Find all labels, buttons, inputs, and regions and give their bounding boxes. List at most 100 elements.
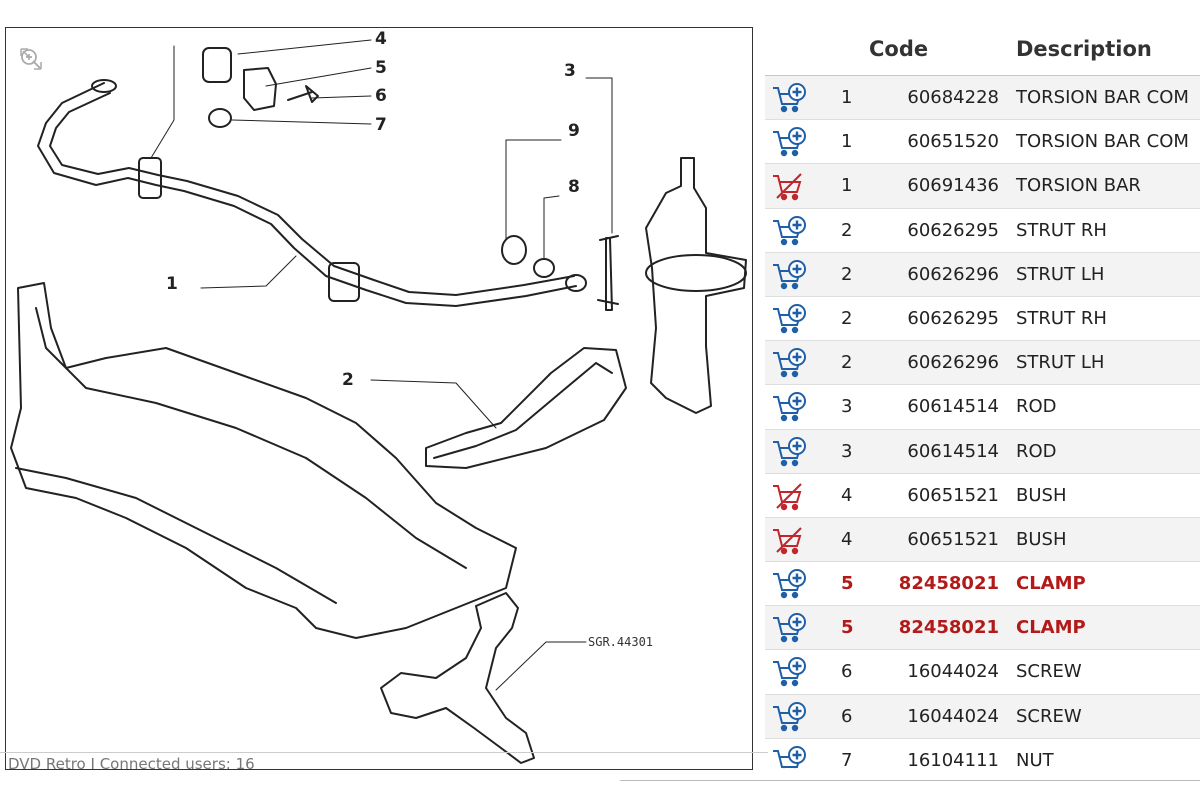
cell-position: 4 [841,528,853,550]
cell-description: STRUT RH [1016,307,1107,329]
nut-drawing [208,108,232,128]
cell-description: STRUT LH [1016,352,1105,374]
torsion-bar-drawing [37,82,577,307]
rod-drawing [597,235,619,311]
cell-position: 7 [841,749,853,769]
cell-code: 16044024 [907,661,999,683]
cell-position: 1 [841,175,853,197]
cell-position: 5 [841,617,854,639]
cell-description: TORSION BAR COM [1016,87,1189,108]
diagram-drawing: 4 5 6 7 3 9 8 1 2 SGR.44301 [10,29,747,764]
fit-to-window-icon[interactable] [18,46,44,72]
cell-code: 60626295 [907,219,999,241]
lower-arm-drawing [380,592,535,764]
table-row[interactable]: 7 16104111 NUT [765,739,1200,769]
cell-description: NUT [1016,749,1054,769]
callout-1[interactable]: 1 [166,274,178,294]
cell-code: 60651521 [907,484,999,506]
callout-5[interactable]: 5 [375,58,387,78]
cell-description: STRUT LH [1016,263,1105,285]
bush-drawing [202,47,232,83]
table-row[interactable]: 2 60626296 STRUT LH [765,252,1200,297]
cell-description: BUSH [1016,528,1067,550]
status-bar: DVD Retro I Connected users: 16 [0,752,768,775]
cell-description: TORSION BAR [1016,175,1141,197]
add-to-cart-icon[interactable] [771,656,807,688]
cell-position: 2 [841,307,853,329]
add-to-cart-icon[interactable] [771,259,807,291]
cell-description: BUSH [1016,484,1067,506]
cell-position: 5 [841,573,854,595]
cell-position: 6 [841,705,853,727]
table-row[interactable]: 2 60626295 STRUT RH [765,297,1200,342]
add-to-cart-icon[interactable] [771,215,807,247]
cell-position: 1 [841,87,853,108]
table-row[interactable]: 6 16044024 SCREW [765,650,1200,695]
add-to-cart-icon[interactable] [771,568,807,600]
table-footer-border [620,780,1200,801]
cell-position: 2 [841,352,853,374]
diagram-reference-code: SGR.44301 [588,635,653,649]
cart-unavailable-icon [771,480,807,512]
cell-code: 60626295 [907,307,999,329]
cell-description: SCREW [1016,661,1082,683]
zoom-in-icon[interactable] [18,49,44,106]
column-header-description[interactable]: Description [1016,37,1152,61]
cell-description: TORSION BAR COM [1016,131,1189,153]
cell-description: ROD [1016,396,1057,418]
callout-7[interactable]: 7 [375,115,387,135]
callout-8[interactable]: 8 [568,177,580,197]
cell-code: 16104111 [907,749,999,769]
cell-position: 2 [841,219,853,241]
clamp-drawing [243,67,277,111]
table-row[interactable]: 2 60626296 STRUT LH [765,341,1200,386]
add-to-cart-icon[interactable] [771,126,807,158]
callout-3[interactable]: 3 [564,61,576,81]
subframe-drawing [10,282,517,639]
cell-position: 6 [841,661,853,683]
callout-6[interactable]: 6 [375,86,387,106]
column-header-code[interactable]: Code [869,37,929,61]
add-to-cart-icon[interactable] [771,347,807,379]
cell-description: CLAMP [1016,617,1086,639]
cell-code: 60626296 [907,352,999,374]
cell-code: 60651520 [907,131,999,153]
zoom-out-icon[interactable] [18,49,44,140]
add-to-cart-icon[interactable] [771,391,807,423]
table-row[interactable]: 1 60651520 TORSION BAR COM [765,120,1200,165]
cell-position: 3 [841,396,853,418]
cart-unavailable-icon [771,170,807,202]
table-header: Code Description [765,27,1200,76]
callout-9[interactable]: 9 [568,121,580,141]
table-row[interactable]: 5 82458021 CLAMP [765,606,1200,651]
exploded-parts-diagram[interactable]: 4 5 6 7 3 9 8 1 2 SGR.44301 [5,27,753,770]
cell-position: 4 [841,484,853,506]
cell-code: 60626296 [907,263,999,285]
cell-code: 60684228 [907,87,999,108]
callout-4[interactable]: 4 [375,29,387,49]
add-to-cart-icon[interactable] [771,745,807,769]
add-to-cart-icon[interactable] [771,436,807,468]
table-row[interactable]: 4 60651521 BUSH [765,474,1200,518]
zoom-toolbar [18,46,48,148]
add-to-cart-icon[interactable] [771,82,807,114]
cell-code: 82458021 [898,617,999,639]
cart-unavailable-icon [771,524,807,556]
callout-2[interactable]: 2 [342,370,354,390]
cell-position: 2 [841,263,853,285]
cell-code: 82458021 [898,573,999,595]
table-row[interactable]: 1 60684228 TORSION BAR COM [765,76,1200,121]
add-to-cart-icon[interactable] [771,303,807,335]
add-to-cart-icon[interactable] [771,612,807,644]
cell-position: 1 [841,131,853,153]
add-to-cart-icon[interactable] [771,701,807,733]
